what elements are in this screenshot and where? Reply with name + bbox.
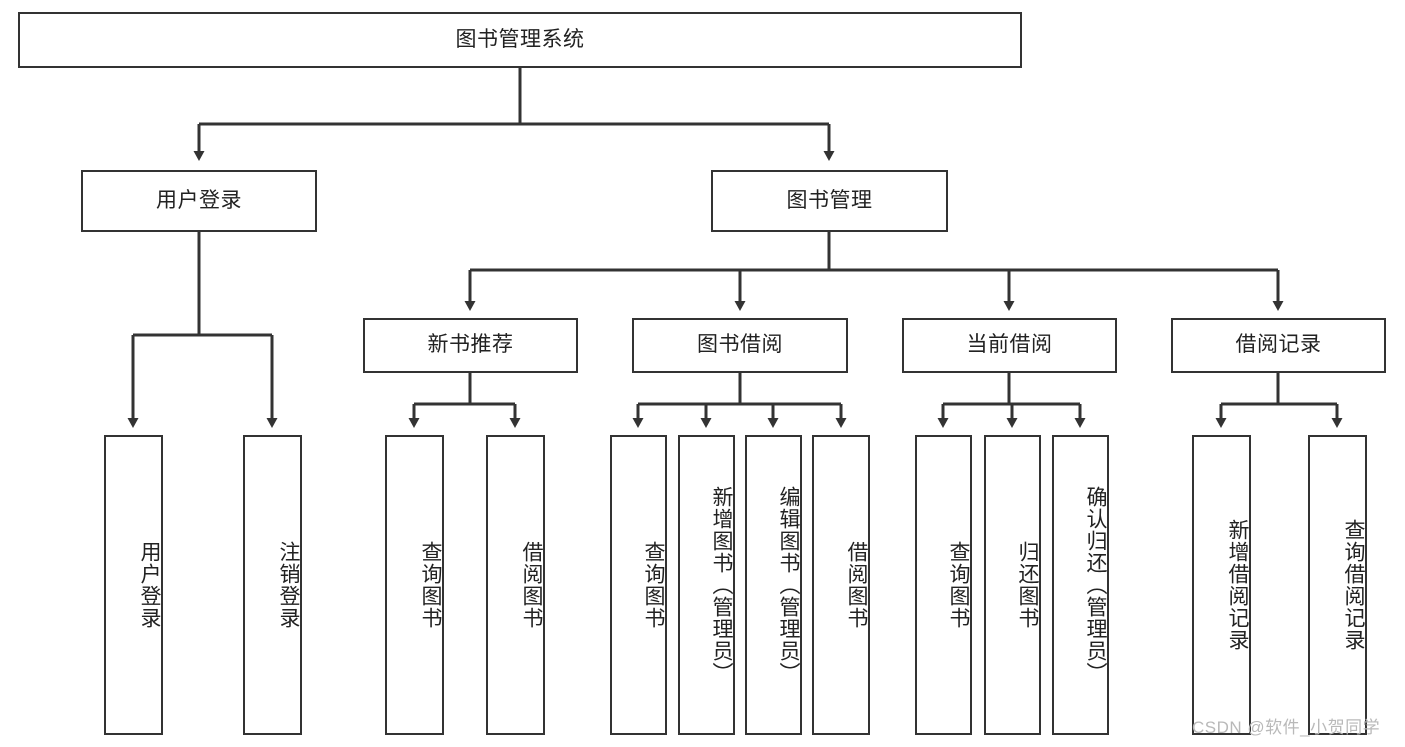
leaf-query-book-2-label: 查询图书: [642, 541, 665, 629]
leaf-query-book-1-label: 查询图书: [419, 541, 442, 629]
leaf-borrow-book-2[interactable]: 借阅图书: [812, 435, 870, 735]
leaf-add-book-admin[interactable]: 新增图书（管理员）: [678, 435, 735, 735]
leaf-borrow-book-1[interactable]: 借阅图书: [486, 435, 545, 735]
leaf-logout[interactable]: 注销登录: [243, 435, 302, 735]
node-current-borrow-label: 当前借阅: [966, 333, 1053, 357]
node-root-label: 图书管理系统: [455, 27, 585, 51]
leaf-query-book-1[interactable]: 查询图书: [385, 435, 444, 735]
connector-group-borrow-record: [1215, 373, 1343, 428]
leaf-return-book-label: 归还图书: [1016, 541, 1039, 629]
connector-group-book-borrow: [632, 373, 847, 428]
leaf-borrow-book-2-label: 借阅图书: [845, 541, 868, 629]
node-root[interactable]: 图书管理系统: [18, 12, 1022, 68]
leaf-user-login[interactable]: 用户登录: [104, 435, 163, 735]
connector-group-user-login: [127, 232, 278, 428]
node-book-manage[interactable]: 图书管理: [711, 170, 948, 232]
node-book-borrow-label: 图书借阅: [697, 333, 783, 357]
leaf-confirm-return-admin[interactable]: 确认归还（管理员）: [1052, 435, 1109, 735]
node-new-book-recommend-label: 新书推荐: [427, 333, 514, 357]
connector-group-current-borrow: [937, 373, 1086, 428]
leaf-return-book[interactable]: 归还图书: [984, 435, 1041, 735]
leaf-query-book-3[interactable]: 查询图书: [915, 435, 972, 735]
leaf-edit-book-admin-label: 编辑图书（管理员）: [777, 486, 800, 684]
leaf-add-book-admin-label: 新增图书（管理员）: [710, 486, 733, 684]
leaf-confirm-return-admin-label: 确认归还（管理员）: [1084, 486, 1107, 684]
node-book-borrow[interactable]: 图书借阅: [632, 318, 848, 373]
leaf-add-borrow-record-label: 新增借阅记录: [1226, 519, 1249, 651]
connector-group-root: [193, 68, 835, 161]
node-book-manage-label: 图书管理: [786, 188, 873, 212]
connector-group-new-book-recommend: [408, 373, 521, 428]
leaf-query-borrow-record[interactable]: 查询借阅记录: [1308, 435, 1367, 735]
leaf-user-login-label: 用户登录: [138, 541, 161, 629]
node-user-login[interactable]: 用户登录: [81, 170, 317, 232]
leaf-query-borrow-record-label: 查询借阅记录: [1342, 519, 1365, 651]
connector-group-book-manage: [464, 232, 1284, 311]
node-current-borrow[interactable]: 当前借阅: [902, 318, 1117, 373]
node-borrow-record[interactable]: 借阅记录: [1171, 318, 1386, 373]
node-new-book-recommend[interactable]: 新书推荐: [363, 318, 578, 373]
leaf-edit-book-admin[interactable]: 编辑图书（管理员）: [745, 435, 802, 735]
node-user-login-label: 用户登录: [156, 188, 242, 212]
leaf-query-book-3-label: 查询图书: [947, 541, 970, 629]
leaf-borrow-book-1-label: 借阅图书: [520, 541, 543, 629]
leaf-logout-label: 注销登录: [277, 541, 300, 629]
node-borrow-record-label: 借阅记录: [1235, 333, 1322, 357]
leaf-add-borrow-record[interactable]: 新增借阅记录: [1192, 435, 1251, 735]
leaf-query-book-2[interactable]: 查询图书: [610, 435, 667, 735]
